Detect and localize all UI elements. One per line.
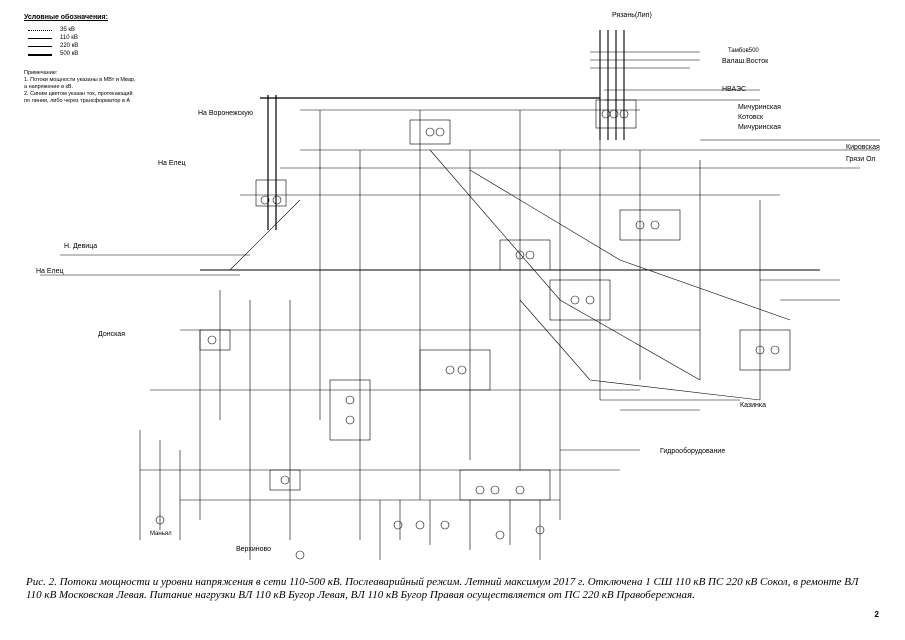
legend: Условные обозначения: 35 кВ 110 кВ 220 к… (24, 14, 108, 58)
legend-swatch-220kv (28, 46, 52, 47)
label-nvaes: НВАЭС (722, 86, 747, 93)
label-verkhovoe: Верхиново (236, 546, 272, 553)
page-number: 2 (874, 610, 879, 619)
label-kotovsk: Котовск (738, 114, 764, 121)
label-n-devitsa: Н. Девица (64, 243, 98, 250)
legend-swatch-500kv (28, 54, 52, 56)
figure-caption: Рис. 2. Потоки мощности и уровни напряже… (26, 576, 859, 601)
label-na-elets-2: На Елец (36, 268, 64, 275)
label-kirovskaya: Кировская (846, 144, 880, 151)
label-valash-vostok: Валаш.Восток (722, 58, 769, 65)
legend-row-110kv: 110 кВ (24, 34, 108, 42)
legend-row-220kv: 220 кВ (24, 42, 108, 50)
label-donskaya: Донская (98, 331, 125, 338)
notes-line-3: 2. Синим цветом указан ток, протекающий (24, 91, 133, 97)
label-na-voronezhskuyu: На Воронежскую (198, 110, 253, 117)
notes-heading: Примечание: (24, 70, 58, 76)
legend-row-500kv: 500 кВ (24, 50, 108, 58)
label-michurinskaya: Мичуринская (738, 104, 781, 111)
legend-swatch-110kv (28, 38, 52, 39)
legend-title: Условные обозначения: (24, 14, 108, 21)
label-gryazi: Грязи Ол (846, 156, 876, 163)
notes: Примечание: 1. Потоки мощности указаны в… (24, 70, 174, 105)
label-kazinka: Казинка (740, 402, 766, 409)
label-tambov: Тамбов500 (728, 48, 759, 54)
legend-swatch-35kv (28, 30, 52, 31)
legend-label-35kv: 35 кВ (60, 27, 75, 33)
notes-line-1: 1. Потоки мощности указаны в МВт и Мвар, (24, 77, 136, 83)
notes-line-4: по линии, либо через трансформатор в А (24, 98, 131, 104)
label-na-elets: На Елец (158, 160, 186, 167)
label-ryazan: Рязань(Лип) (612, 12, 652, 19)
label-gidrooborudovanie: Гидрооборудование (660, 448, 726, 455)
legend-label-500kv: 500 кВ (60, 51, 79, 57)
label-michurinskaya-2: Мичуринская (738, 124, 781, 131)
legend-row-35kv: 35 кВ (24, 26, 108, 34)
legend-label-220kv: 220 кВ (60, 43, 79, 49)
notes-line-2: а напряжение в кВ. (24, 84, 74, 90)
label-manyal: Маньял (150, 531, 172, 537)
legend-label-110kv: 110 кВ (60, 35, 78, 41)
